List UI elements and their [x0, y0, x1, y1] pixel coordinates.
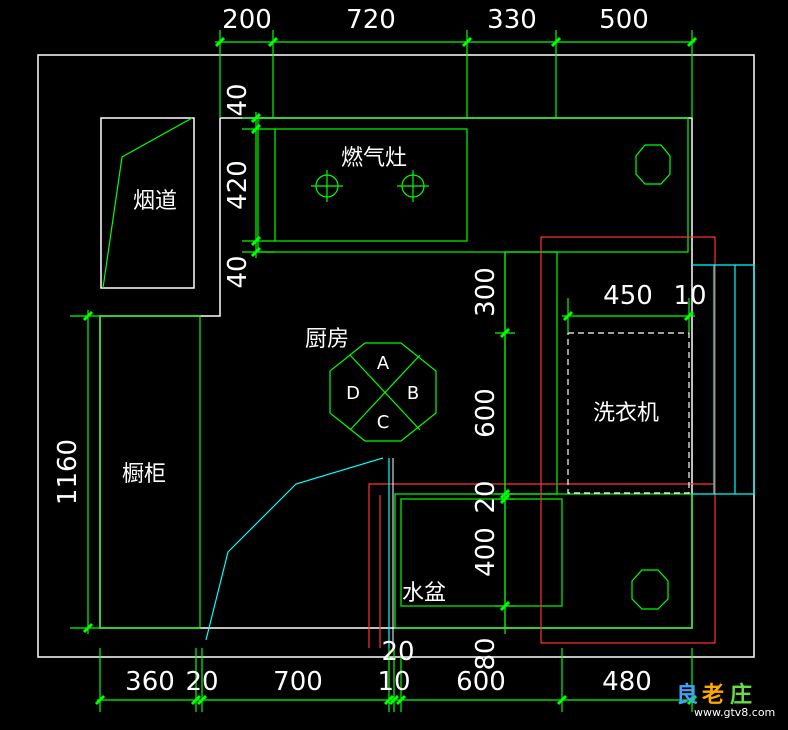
burner-right — [397, 170, 429, 202]
door-swing — [205, 457, 384, 641]
compass-a: A — [377, 353, 390, 374]
cabinet-box — [99, 315, 201, 629]
flue-diagonal — [102, 117, 193, 289]
label-washer: 洗衣机 — [593, 401, 659, 426]
dim-top-3: 330 — [487, 5, 537, 35]
label-cabinet: 橱柜 — [122, 462, 166, 487]
flue-box — [100, 117, 195, 289]
washer-box — [567, 332, 690, 494]
compass-b: B — [407, 383, 419, 404]
dim-bot-6: 600 — [456, 667, 506, 697]
watermark-url: www.gtv8.com — [694, 706, 775, 719]
dim-washer-450: 450 — [603, 281, 653, 311]
watermark-char-2: 老 — [701, 683, 724, 708]
drain-bottom — [631, 569, 669, 610]
dim-bot-7: 480 — [602, 667, 652, 697]
mid-counter — [505, 251, 558, 495]
dim-mid-3: 20 — [471, 480, 501, 513]
compass-c: C — [377, 412, 390, 433]
watermark-char-1: 良 — [676, 682, 698, 708]
dim-mid-4: 400 — [471, 527, 501, 577]
dim-washer-10: 10 — [673, 281, 706, 311]
dim-bot-2: 20 — [185, 667, 218, 697]
dim-top-4: 500 — [599, 5, 649, 35]
dim-bot-1: 360 — [125, 667, 175, 697]
dim-lt-3: 40 — [223, 255, 253, 288]
dim-lt-1: 40 — [223, 83, 253, 116]
dim-mid-5: 80 — [471, 637, 501, 670]
red-washer-frame — [540, 236, 716, 644]
dim-top-1: 200 — [222, 5, 272, 35]
label-stove: 燃气灶 — [341, 146, 407, 171]
dim-mid-1: 300 — [471, 267, 501, 317]
label-kitchen: 厨房 — [305, 327, 349, 352]
red-sink-frame — [368, 483, 715, 648]
window — [692, 264, 755, 495]
dimension-ticks — [82, 36, 698, 706]
dim-bot-5: 20 — [381, 637, 414, 667]
label-sink: 水盆 — [402, 581, 446, 606]
label-flue: 烟道 — [133, 189, 177, 214]
sink-outer — [394, 493, 693, 629]
compass-d: D — [346, 383, 360, 404]
sink-inner — [400, 498, 563, 607]
watermark: 良 老 庄 www.gtv8.com — [676, 682, 775, 719]
dim-top-2: 720 — [346, 5, 396, 35]
inner-wall — [99, 117, 693, 629]
burner-left — [311, 170, 343, 202]
dim-left-1160: 1160 — [53, 439, 83, 505]
stove-box — [274, 128, 468, 242]
compass — [329, 342, 437, 442]
dim-mid-2: 600 — [471, 388, 501, 438]
dim-bot-4: 10 — [377, 667, 410, 697]
drain-top — [635, 144, 671, 185]
dim-lt-2: 420 — [223, 160, 253, 210]
watermark-char-3: 庄 — [730, 682, 752, 708]
stove-counter — [257, 117, 689, 253]
dim-bot-3: 700 — [273, 667, 323, 697]
